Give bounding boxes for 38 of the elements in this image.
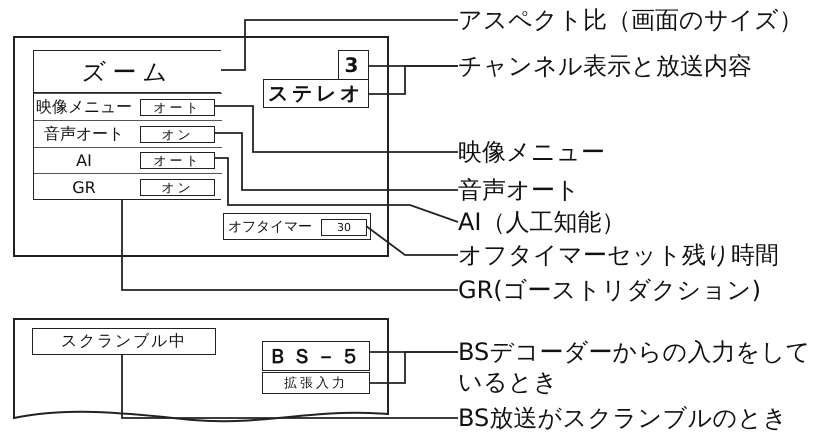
menu-panel	[33, 92, 221, 200]
callout-text: チャンネル表示と放送内容	[458, 51, 833, 81]
menu-item-label: GR	[71, 177, 97, 199]
sound-mode-box: ステレオ	[263, 79, 369, 108]
setting-value-box: オン	[140, 179, 215, 196]
menu-item-label: AI	[75, 150, 93, 172]
leader-line	[370, 351, 458, 384]
screen-frame	[13, 318, 389, 422]
leader-line	[369, 65, 458, 95]
callout-text: BSデコーダーからの入力をしているとき	[458, 337, 814, 399]
channel-number-box: 3	[338, 50, 369, 80]
callout-text: オフタイマーセット残り時間	[458, 240, 833, 270]
timer-label: オフタイマー	[228, 218, 312, 236]
callout-text: BS放送がスクランブルのとき	[458, 403, 833, 433]
setting-value-box: オン	[140, 126, 215, 143]
leader-line	[121, 355, 458, 419]
off-timer-box	[223, 213, 371, 240]
menu-item-label: 音声オート	[43, 122, 125, 144]
leader-line	[214, 157, 458, 223]
setting-value-box: オート	[140, 99, 215, 116]
channel-box: ＢＳ－５	[262, 341, 370, 371]
menu-item-label: 映像メニュー	[35, 96, 133, 118]
input-box: 拡張入力	[262, 372, 370, 394]
menu-title: ズーム	[33, 50, 221, 92]
leader-line	[214, 105, 458, 153]
screen-frame	[13, 36, 389, 257]
leader-line	[214, 132, 458, 191]
timer-value-box: 30	[321, 219, 367, 236]
setting-value-box: オート	[140, 152, 215, 169]
callout-text: アスペクト比（画面のサイズ）	[458, 5, 833, 35]
callout-text: 音声オート	[458, 175, 833, 205]
leader-line	[221, 19, 458, 71]
callout-text: AI（人工知能）	[458, 207, 833, 237]
callout-text: GR(ゴーストリダクション)	[458, 275, 833, 305]
status-box: スクランブル中	[32, 328, 216, 355]
leader-line	[121, 200, 458, 291]
callout-text: 映像メニュー	[458, 137, 833, 167]
leader-line	[365, 225, 458, 256]
